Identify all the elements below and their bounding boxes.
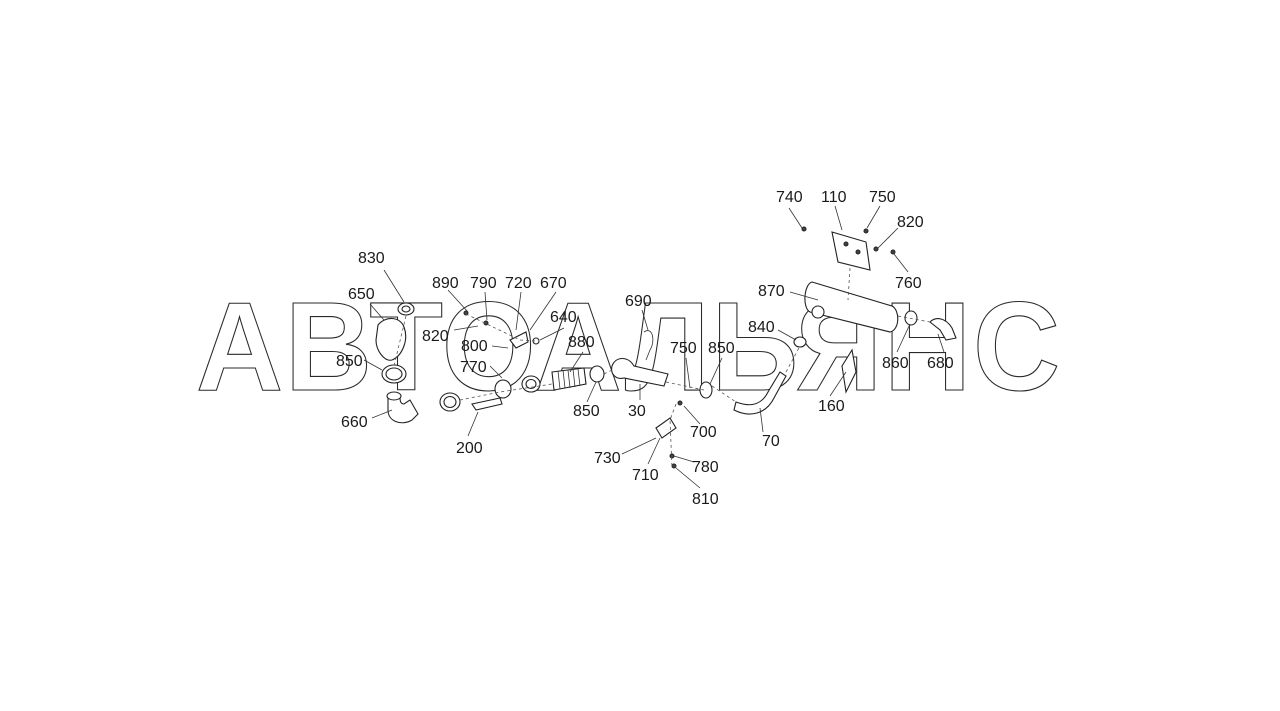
callout-750: 750: [869, 189, 896, 206]
callout-110: 110: [821, 189, 847, 206]
part-810-washer: [671, 463, 677, 469]
callout-labels: 740 110 750 820 760 830 650 890 790 720 …: [336, 189, 954, 508]
callout-850-mid: 850: [573, 403, 600, 420]
callout-890: 890: [432, 275, 459, 292]
callout-730: 730: [594, 450, 621, 467]
callout-30: 30: [628, 403, 646, 420]
part-850-ring-right: [699, 381, 713, 399]
callout-670: 670: [540, 275, 567, 292]
part-110-bolt-b: [855, 249, 861, 255]
callout-680: 680: [927, 355, 954, 372]
callout-800: 800: [461, 338, 488, 355]
callout-640: 640: [550, 309, 577, 326]
callout-710: 710: [632, 467, 659, 484]
callout-840: 840: [748, 319, 775, 336]
part-870-muffler: [804, 281, 899, 333]
part-660-elbow: [387, 395, 419, 424]
callout-830: 830: [358, 250, 385, 267]
callout-790: 790: [470, 275, 497, 292]
parts-group: [375, 226, 957, 469]
callout-650: 650: [348, 286, 375, 303]
part-30-pipe: [611, 357, 669, 387]
callout-780: 780: [692, 459, 719, 476]
part-770-clamp: [494, 379, 512, 399]
part-680-tailpipe: [929, 318, 957, 341]
callout-820: 820: [897, 214, 924, 231]
part-gasket-a-inner: [443, 395, 457, 409]
part-70-pipe: [733, 371, 787, 415]
part-690-clip: [643, 330, 654, 361]
part-760-nut: [890, 249, 896, 255]
callout-200: 200: [456, 440, 483, 457]
part-820-nut: [873, 246, 879, 252]
callout-750-mid: 750: [670, 340, 697, 357]
part-780-nut: [669, 453, 675, 459]
part-740-bolt: [801, 226, 807, 232]
part-710-hanger: [655, 417, 677, 439]
leader-lines: [363, 205, 945, 489]
part-890-bolt: [463, 310, 469, 316]
assembly-lines: [393, 267, 931, 469]
callout-810: 810: [692, 491, 719, 508]
part-650-shield: [375, 317, 407, 361]
callout-700: 700: [690, 424, 717, 441]
part-720-bracket: [509, 331, 529, 349]
part-860-clamp: [904, 310, 918, 326]
callout-160: 160: [818, 398, 845, 415]
part-850-ring-mid: [589, 365, 605, 383]
part-200-bracket: [471, 397, 503, 411]
callout-660: 660: [341, 414, 368, 431]
callout-850-right: 850: [708, 340, 735, 357]
callout-70: 70: [762, 433, 780, 450]
part-160-strap: [841, 348, 857, 394]
part-880-flex-ribs: [557, 368, 581, 390]
callout-740: 740: [776, 189, 803, 206]
part-110-bracket: [831, 231, 871, 271]
callout-770: 770: [460, 359, 487, 376]
part-700-bolt: [677, 400, 683, 406]
part-ring-b-inner: [525, 378, 537, 390]
callout-850-left: 850: [336, 353, 363, 370]
callout-720: 720: [505, 275, 532, 292]
part-750-bolt: [863, 228, 869, 234]
part-830-clamp-inner: [401, 305, 411, 313]
callout-760: 760: [895, 275, 922, 292]
callout-820-left: 820: [422, 328, 449, 345]
part-660-elbow-mouth: [386, 391, 402, 401]
callout-880: 880: [568, 334, 595, 351]
part-840-ring: [793, 336, 807, 348]
part-870-muffler-inlet: [811, 305, 825, 319]
part-110-bolt-a: [843, 241, 849, 247]
callout-860: 860: [882, 355, 909, 372]
part-850-ring-left-inner: [385, 367, 403, 381]
callout-690: 690: [625, 293, 652, 310]
watermark-text: АВТОАЛЬЯНС: [196, 276, 1062, 417]
callout-870: 870: [758, 283, 785, 300]
